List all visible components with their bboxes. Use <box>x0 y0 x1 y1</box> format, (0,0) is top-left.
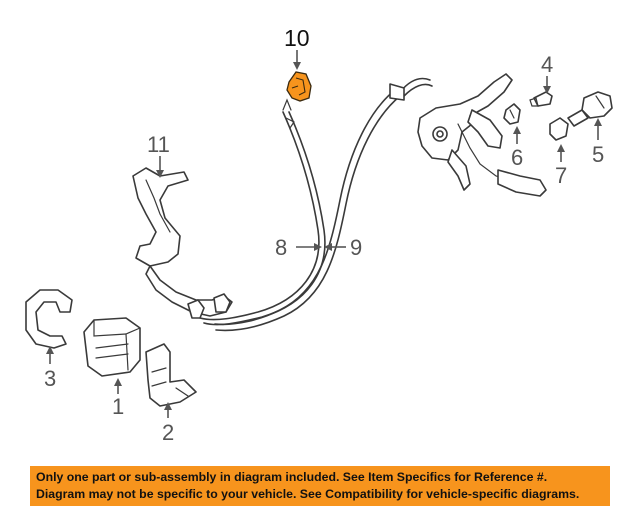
parts-diagram: 10 11 8 9 4 5 6 7 3 1 2 <box>25 25 613 445</box>
callout-10: 10 <box>284 25 310 51</box>
part-5-switch <box>567 91 613 127</box>
part-11-bracket <box>132 167 233 319</box>
callout-6: 6 <box>511 145 523 170</box>
part-4-bulb <box>529 91 553 107</box>
leader-lines <box>46 50 602 418</box>
part-3-strap <box>25 289 73 349</box>
part-2-mount-bracket <box>145 343 197 407</box>
callout-1: 1 <box>112 394 124 419</box>
part-1-housing <box>83 317 141 377</box>
pedal-assembly <box>417 73 547 197</box>
part-6-clip <box>503 103 521 125</box>
cable-assembly <box>199 77 433 332</box>
part-10-clip-highlighted <box>286 71 312 102</box>
part-7-stopper <box>549 117 569 141</box>
notice-line-2: Diagram may not be specific to your vehi… <box>36 487 580 501</box>
compatibility-notice-banner: Only one part or sub-assembly in diagram… <box>30 466 610 506</box>
callout-8: 8 <box>275 235 287 260</box>
callout-3: 3 <box>44 366 56 391</box>
callout-4: 4 <box>541 52 553 77</box>
callout-5: 5 <box>592 142 604 167</box>
callout-2: 2 <box>162 420 174 445</box>
callout-7: 7 <box>555 163 567 188</box>
notice-line-1: Only one part or sub-assembly in diagram… <box>36 470 548 484</box>
callout-9: 9 <box>350 235 362 260</box>
callout-11: 11 <box>147 132 170 157</box>
